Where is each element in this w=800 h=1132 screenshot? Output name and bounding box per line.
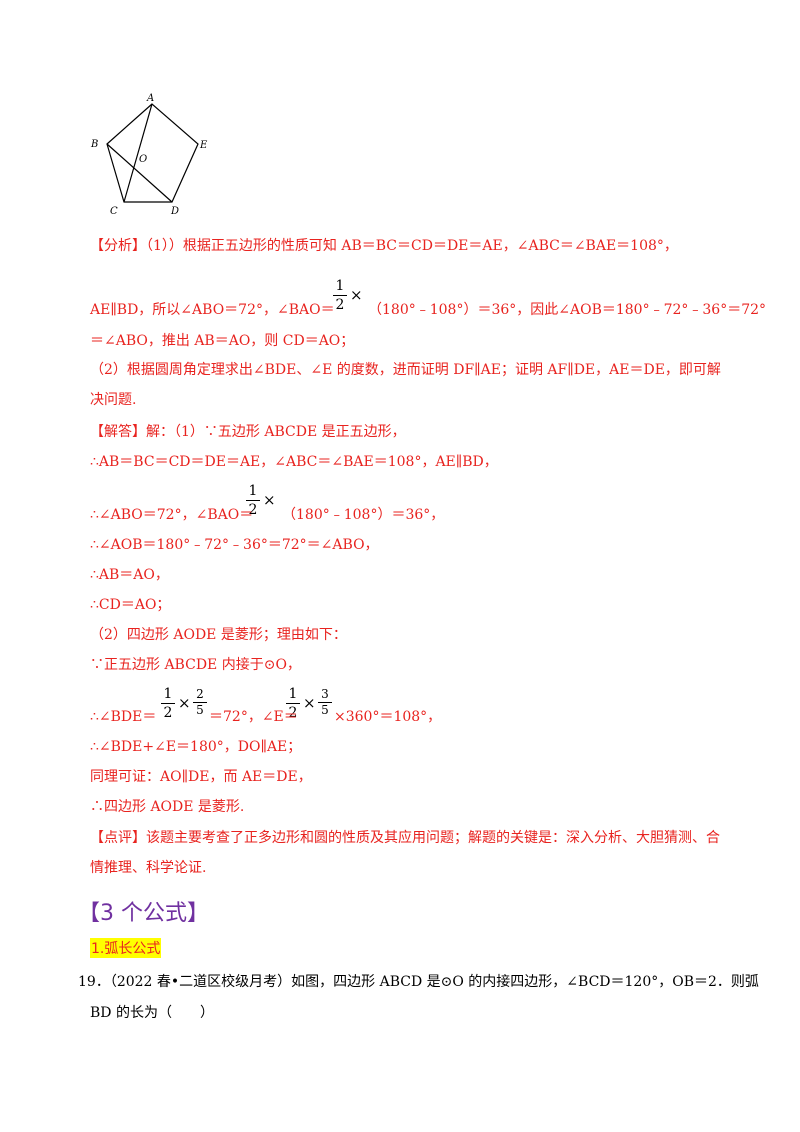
section-subheading: 1.弧长公式 [90, 938, 162, 958]
analysis-line-2b: （180°﹣108°）＝36°，因此∠AOB＝180°﹣72°﹣36°＝72° [368, 302, 767, 318]
solution-line-10: ∴∠BDE+∠E＝180°，DO∥AE； [90, 739, 302, 755]
solution-line-5: ∴AB＝AO， [90, 567, 169, 583]
diagonal-bd [106, 143, 173, 203]
solution-line-1: 【解答】解：（1）∵五边形 ABCDE 是正五边形， [90, 424, 406, 440]
times-sign: × [263, 491, 276, 509]
label-o: O [139, 154, 147, 165]
comment-line-1: 【点评】该题主要考查了正多边形和圆的性质及其应用问题；解题的关键是：深入分析、大… [90, 830, 720, 846]
solution-line-4: ∴∠AOB＝180°﹣72°﹣36°＝72°＝∠ABO， [90, 537, 379, 553]
analysis-line-3: ＝∠ABO，推出 AB＝AO，则 CD＝AO； [90, 333, 355, 349]
label-b: B [90, 139, 98, 150]
question-line-1: 19．（2022 春•二道区校级月考）如图，四边形 ABCD 是⊙O 的内接四边… [78, 974, 759, 990]
solution-line-12: ∴四边形 AODE 是菱形. [90, 799, 245, 815]
pentagon-outline [106, 103, 199, 203]
pentagon-figure: A B C D E O [90, 93, 208, 217]
label-a: A [146, 93, 154, 104]
analysis-line-4: （2）根据圆周角定理求出∠BDE、∠E 的度数，进而证明 DF∥AE；证明 AF… [90, 362, 721, 378]
solution-line-7: （2）四边形 AODE 是菱形；理由如下： [90, 627, 347, 643]
solution-line-3b: （180°﹣108°）＝36°， [282, 507, 445, 523]
analysis-line-2a: AE∥BD，所以∠ABO＝72°，∠BAO＝ [90, 302, 335, 318]
label-c: C [110, 206, 118, 217]
times-sign: × [303, 694, 316, 712]
solution-line-2: ∴AB＝BC＝CD＝DE＝AE，∠ABC＝∠BAE＝108°，AE∥BD， [90, 454, 498, 470]
comment-line-2: 情推理、科学论证. [90, 860, 207, 876]
times-sign: × [350, 286, 363, 304]
diagonal-ac [123, 103, 153, 203]
solution-line-3a: ∴∠ABO＝72°，∠BAO＝ [90, 507, 254, 523]
solution-line-8: ∵正五边形 ABCDE 内接于⊙O， [90, 657, 301, 673]
solution-line-9a: ∴∠BDE＝ [90, 709, 157, 725]
solution-line-9b: ＝72°，∠E＝ [209, 709, 298, 725]
label-d: D [170, 206, 179, 217]
analysis-line-1: 【分析】（1））根据正五边形的性质可知 AB＝BC＝CD＝DE＝AE，∠ABC＝… [90, 238, 678, 254]
section-heading: 【3 个公式】 [78, 901, 209, 926]
times-sign: × [178, 694, 191, 712]
solution-line-11: 同理可证：AO∥DE，而 AE＝DE， [90, 769, 312, 785]
solution-line-6: ∴CD＝AO； [90, 597, 171, 613]
question-line-2: BD 的长为（ ） [90, 1005, 214, 1021]
label-e: E [199, 140, 208, 151]
analysis-line-5: 决问题. [90, 392, 137, 408]
solution-line-9c: ×360°＝108°， [334, 709, 442, 725]
